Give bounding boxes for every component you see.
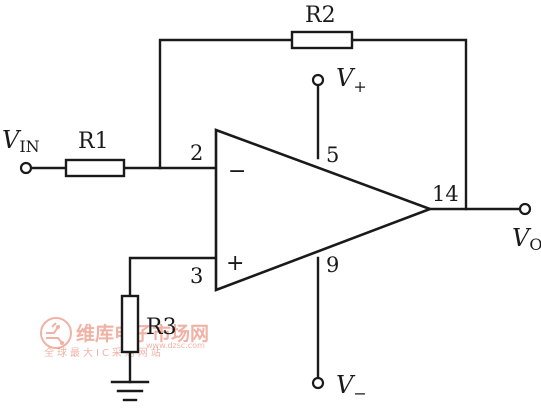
non-inverting-input-sign: + xyxy=(226,251,244,276)
vplus-terminal xyxy=(311,73,325,87)
vo-terminal xyxy=(518,202,532,216)
wire-feedback-left xyxy=(158,38,294,170)
op-amp-triangle xyxy=(214,128,434,292)
watermark: 维库电子市场网 www.dzsc.com 全球最大IC采购网站 xyxy=(40,317,209,359)
pin-output: 14 xyxy=(432,182,459,206)
wire-noninverting-r3 xyxy=(128,256,218,298)
vminus-terminal xyxy=(311,376,325,390)
pin-vplus: 5 xyxy=(326,143,339,167)
pin-non-inverting: 3 xyxy=(190,264,203,288)
label-vo: VO xyxy=(512,224,541,254)
watermark-brand: 维库电子市场网 xyxy=(76,322,209,345)
watermark-url: www.dzsc.com xyxy=(146,341,205,350)
resistor-r1 xyxy=(64,158,126,178)
wire-feedback-right xyxy=(350,38,468,211)
watermark-logo-icon xyxy=(40,317,72,349)
label-r2: R2 xyxy=(305,3,336,28)
vin-terminal xyxy=(19,161,33,175)
resistor-r2 xyxy=(290,30,354,50)
wires xyxy=(29,38,522,384)
label-r3: R3 xyxy=(146,315,177,340)
label-vminus: V− xyxy=(336,371,367,403)
pin-vminus: 9 xyxy=(326,253,339,277)
pin-inverting: 2 xyxy=(190,141,203,165)
label-vin: VIN xyxy=(2,126,40,156)
ground-symbol xyxy=(110,380,150,402)
resistor-r3 xyxy=(120,294,140,354)
label-vplus: V+ xyxy=(336,64,367,96)
inverting-input-sign: − xyxy=(228,159,246,184)
label-r1: R1 xyxy=(78,129,109,154)
watermark-tagline: 全球最大IC采购网站 xyxy=(44,346,164,359)
